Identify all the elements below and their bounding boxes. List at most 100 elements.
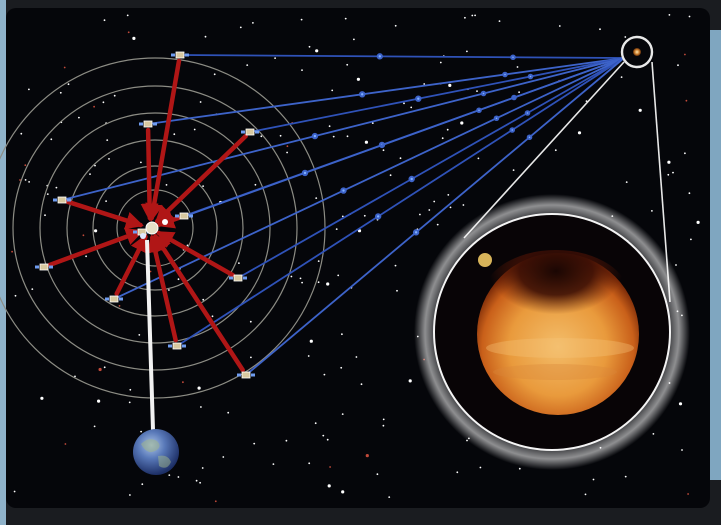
star (341, 413, 344, 415)
star (408, 379, 412, 383)
star (214, 500, 217, 503)
frame-edge-left (0, 0, 6, 525)
star (40, 396, 44, 400)
star (197, 386, 201, 390)
star (396, 289, 398, 292)
star (476, 90, 478, 92)
star (624, 475, 627, 478)
solar-panel (189, 214, 193, 218)
star (182, 381, 184, 384)
star (625, 181, 628, 184)
star (222, 456, 225, 458)
star (279, 134, 282, 137)
star (74, 375, 76, 378)
signal-pulse (359, 91, 366, 98)
star (141, 483, 144, 486)
star (200, 406, 202, 408)
star (599, 28, 601, 31)
star (456, 471, 459, 474)
star (448, 83, 452, 87)
star (667, 173, 670, 176)
solar-panel (237, 373, 241, 377)
star (382, 418, 385, 421)
solar-panel (175, 214, 179, 218)
earth-land (158, 455, 171, 468)
star (577, 131, 582, 135)
star (315, 197, 318, 200)
spacecraft-icon (105, 295, 123, 303)
star (315, 49, 319, 53)
signal-line (245, 57, 625, 376)
spacecraft-icon (241, 128, 259, 136)
signal-pulse (340, 187, 347, 194)
star (365, 454, 369, 458)
star (103, 366, 106, 369)
star (332, 135, 335, 138)
arrow (155, 230, 236, 278)
signal-pulse (509, 127, 516, 133)
star (46, 193, 49, 196)
star (113, 94, 116, 97)
star (446, 128, 449, 131)
star (684, 53, 686, 56)
spacecraft-icon (168, 342, 186, 350)
spacecraft-body (57, 196, 67, 204)
star (260, 135, 263, 138)
star (388, 496, 391, 498)
arrow (145, 58, 182, 222)
spacecraft-icon (237, 371, 255, 379)
star (355, 356, 358, 358)
star (94, 164, 96, 167)
star (126, 14, 129, 17)
star (307, 355, 310, 357)
star (668, 14, 671, 16)
star (685, 99, 688, 102)
star (168, 474, 171, 476)
star (428, 209, 431, 211)
arrow (146, 234, 178, 343)
star (341, 490, 345, 494)
signal-line (237, 57, 625, 279)
star (85, 255, 87, 258)
star (344, 17, 347, 20)
star (394, 264, 397, 267)
star (59, 91, 62, 94)
star (346, 63, 349, 66)
star (67, 83, 70, 86)
central-hub-node (140, 233, 146, 239)
central-hub (145, 221, 159, 235)
signal-line (249, 57, 625, 133)
star (202, 185, 205, 188)
signal-line (113, 57, 625, 300)
solar-panel (133, 230, 137, 234)
star (19, 179, 21, 181)
planet-dark-cap (482, 250, 630, 346)
solar-panel (67, 198, 71, 202)
star (441, 137, 444, 140)
signal-pulse (415, 95, 422, 102)
star (308, 462, 311, 465)
star (128, 401, 131, 404)
star (652, 433, 655, 435)
star (394, 24, 397, 27)
star (474, 14, 476, 17)
star (199, 481, 202, 484)
star (93, 105, 95, 108)
star (186, 244, 189, 247)
orbit-ring (39, 112, 271, 344)
earth-link-line (145, 239, 155, 431)
solar-panel (171, 53, 175, 57)
star (447, 194, 450, 196)
star (317, 260, 320, 262)
star (471, 14, 474, 17)
star (360, 383, 363, 386)
spacecraft-icon (53, 196, 71, 204)
arrow (154, 133, 248, 224)
star (140, 430, 143, 433)
planet-icon (477, 250, 639, 415)
star (322, 434, 325, 437)
star (193, 128, 196, 131)
solar-panel (255, 130, 259, 134)
star (341, 333, 343, 336)
star (667, 160, 671, 164)
